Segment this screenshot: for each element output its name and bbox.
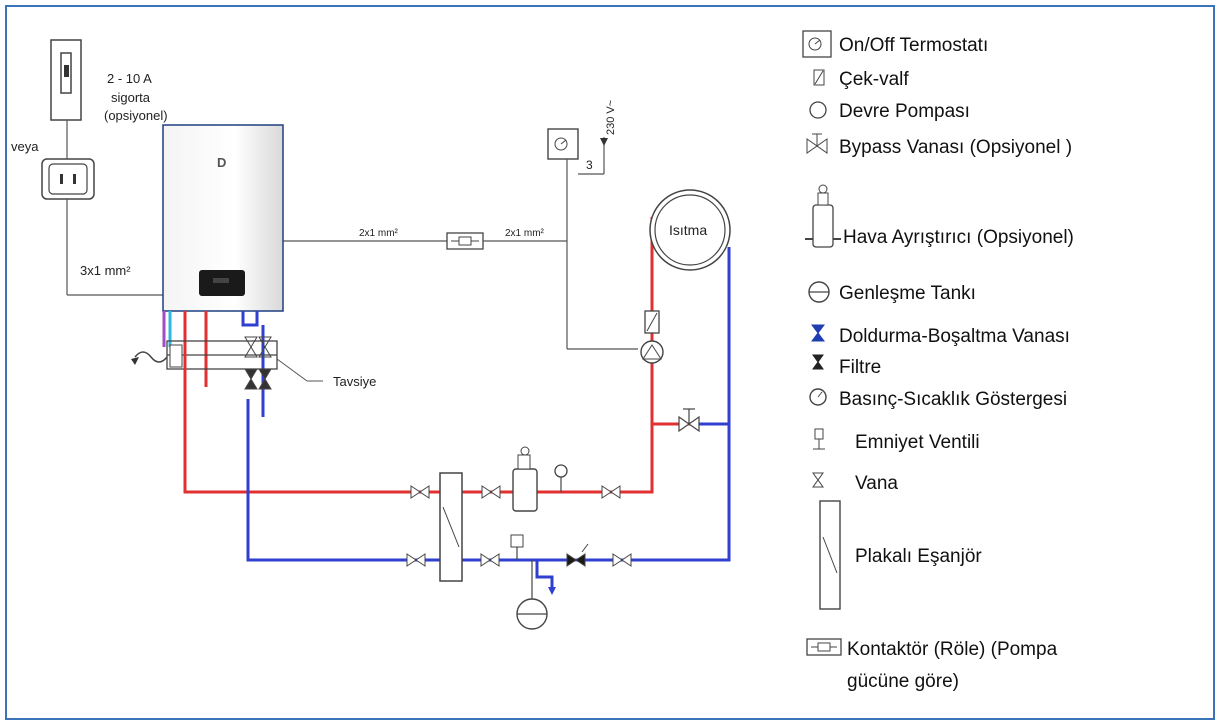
legend-label-thermostat: On/Off Termostatı [839, 35, 988, 56]
pressure-temperature-gauge [554, 464, 568, 492]
legend-label-filter: Filtre [839, 357, 881, 378]
pressure-temperature-gauge-icon [809, 388, 827, 406]
legend-label-pump: Devre Pompası [839, 101, 970, 122]
valve-icon [812, 472, 824, 488]
cable-label-boiler: 2x1 mm² [359, 228, 399, 239]
drain-valve [581, 543, 589, 553]
plate-heat-exchanger [439, 472, 463, 582]
fill-drain-valve-icon [811, 324, 825, 342]
legend-label-contactor: Kontaktör (Röle) (Pompa [847, 639, 1058, 660]
cable-label-thermostat: 2x1 mm² [505, 228, 545, 239]
boiler-unit: D [162, 124, 284, 312]
check-valve-icon [813, 69, 825, 86]
thermostat-icon [802, 30, 832, 58]
filter-icon [812, 354, 824, 370]
voltage-label: 230 V~ [605, 100, 617, 135]
legend-label-gauge: Basınç-Sıcaklık Göstergesi [839, 389, 1067, 410]
check-valve [644, 310, 660, 334]
circulation-pump [640, 340, 664, 364]
heating-circuit: Isıtma [649, 189, 731, 271]
safety-valve [510, 534, 524, 560]
legend-label-air-separator: Hava Ayrıştırıcı (Opsiyonel) [843, 227, 1074, 248]
recommended-valve-group [131, 336, 278, 390]
bypass-valve-icon [806, 133, 828, 154]
power-cable-label: 3x1 mm² [80, 263, 131, 278]
wall-socket [41, 158, 95, 200]
contactor-icon [806, 638, 842, 656]
legend-label-safety-valve: Emniyet Ventili [855, 432, 980, 453]
return-pipe [246, 247, 731, 562]
terminal-number: 3 [586, 158, 593, 172]
legend-label-bypass: Bypass Vanası (Opsiyonel ) [839, 137, 1072, 158]
contactor-relay [446, 232, 484, 250]
air-separator [512, 446, 538, 512]
air-separator-icon [805, 184, 841, 248]
return-valves [406, 553, 632, 567]
expansion-tank-icon [808, 281, 830, 303]
or-label: veya [11, 139, 39, 154]
safety-valve-icon [813, 428, 825, 450]
plate-heat-exchanger-icon [819, 500, 841, 610]
legend-label-fill-drain: Doldurma-Boşaltma Vanası [839, 326, 1070, 347]
legend-label-check-valve: Çek-valf [839, 69, 909, 90]
heating-label: Isıtma [669, 222, 707, 238]
room-thermostat [547, 128, 579, 160]
legend: On/Off Termostatı Çek-valf Devre Pompası… [802, 30, 1074, 692]
supply-valves [410, 485, 621, 499]
legend-label-plate-exchanger: Plakalı Eşanjör [855, 546, 982, 567]
fuse-label: 2 - 10 A [107, 71, 152, 86]
circulation-pump-icon [809, 101, 827, 119]
installation-diagram: 2 - 10 A sigorta (opsiyonel) veya 3x1 mm… [11, 30, 1074, 692]
fuse-switch [50, 39, 82, 121]
fuse-sublabel: sigorta [111, 90, 151, 105]
legend-label-expansion-tank: Genleşme Tankı [839, 283, 976, 304]
boiler-logo-icon: D [217, 155, 226, 170]
legend-label-contactor-line2: gücüne göre) [847, 671, 959, 692]
recommendation-label: Tavsiye [333, 374, 376, 389]
fuse-optional-label: (opsiyonel) [104, 108, 168, 123]
bypass-valve [678, 408, 700, 433]
legend-label-valve: Vana [855, 473, 898, 494]
expansion-tank [516, 598, 548, 630]
diagram-frame: 2 - 10 A sigorta (opsiyonel) veya 3x1 mm… [5, 5, 1215, 720]
